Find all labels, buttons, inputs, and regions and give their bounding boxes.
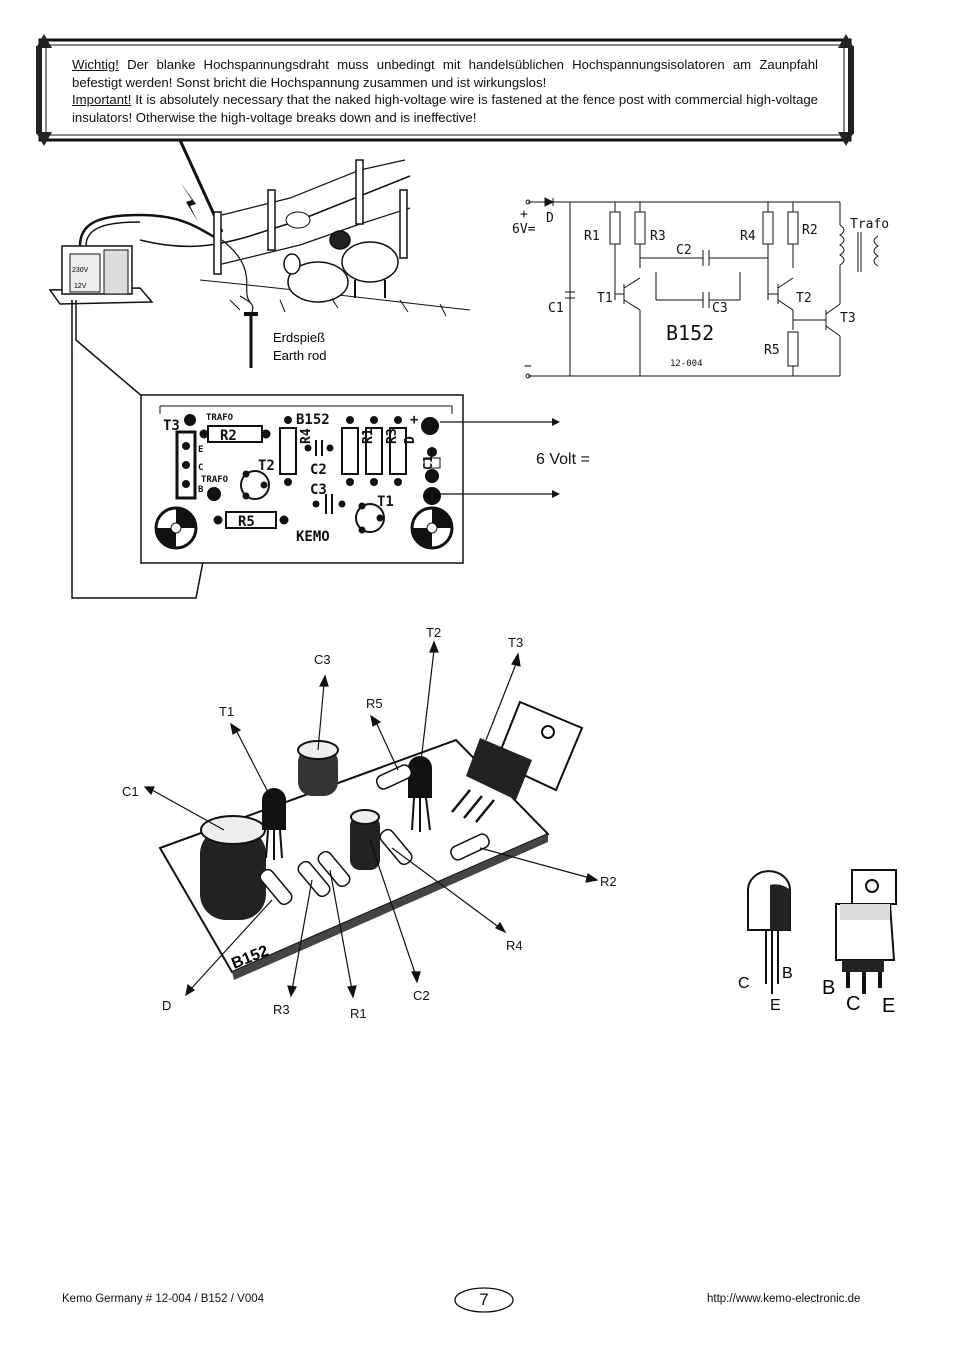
pcb-r5-label: R5 (238, 514, 255, 530)
assembly-label-t3: T3 (508, 635, 523, 650)
pcb-trafo-top: TRAFO (206, 413, 234, 423)
pcb-r3-label: R3 (385, 428, 400, 444)
pcb-pin-e: E (198, 445, 203, 455)
large-transistor-pinout: B C E (822, 869, 897, 1017)
schematic-c3-label: C3 (712, 301, 728, 316)
assembly-label-r2: R2 (600, 874, 617, 889)
footer-document-id: Kemo Germany # 12-004 / B152 / V004 (62, 1293, 265, 1305)
schematic-labels: + 6V= D R1 R3 R4 R2 C2 C3 C1 T1 T2 T3 R5… (512, 207, 889, 374)
schematic-r3-label: R3 (650, 229, 666, 244)
large-pin-b: B (822, 977, 835, 999)
schematic-r4-label: R4 (740, 229, 756, 244)
pcb-c2-label: C2 (310, 462, 327, 478)
pcb-brand: KEMO (296, 529, 330, 545)
pcb-pin-c: C (198, 463, 203, 473)
earth-rod-label-de: Erdspieß (273, 330, 325, 345)
schematic-t3-label: T3 (840, 311, 856, 326)
schematic-r5-label: R5 (764, 343, 780, 358)
small-pin-c: C (738, 975, 750, 992)
page-number-badge (454, 1287, 514, 1313)
pcb-c3-label: C3 (310, 482, 327, 498)
assembly-label-c2: C2 (413, 988, 430, 1003)
warning-frame (36, 34, 854, 146)
earth-rod-label-en: Earth rod (273, 348, 326, 363)
large-pin-e: E (882, 995, 895, 1017)
circuit-schematic (525, 197, 879, 379)
pcb-t3-label: T3 (163, 418, 180, 434)
assembly-label-r4: R4 (506, 938, 523, 953)
schematic-t1-label: T1 (597, 291, 613, 306)
pcb-pin-b: B (198, 485, 204, 495)
pcb-r4-label: R4 (299, 428, 314, 444)
schematic-c1-label: C1 (548, 301, 564, 316)
warning-en-text: It is absolutely necessary that the nake… (72, 92, 818, 125)
schematic-t2-label: T2 (796, 291, 812, 306)
small-pin-b: B (782, 965, 793, 982)
schematic-trafo-label: Trafo (850, 217, 889, 232)
pcb-layout (140, 394, 560, 564)
assembly-label-r5: R5 (366, 696, 383, 711)
transformer-12v: 12V (74, 283, 87, 290)
assembly-label-t2: T2 (426, 625, 441, 640)
schematic-r2-label: R2 (802, 223, 818, 238)
supply-voltage-label: 6 Volt = (536, 451, 590, 468)
small-pin-e: E (770, 997, 781, 1014)
schematic-supply-plus: + (520, 207, 528, 222)
assembly-label-c3: C3 (314, 652, 331, 667)
assembly-illustration: B152 (158, 700, 584, 980)
transformer-230v: 230V (72, 267, 89, 274)
assembly-label-r1: R1 (350, 1006, 367, 1021)
sheep-illustration (283, 211, 399, 303)
pcb-c1-label: C1 (421, 456, 435, 470)
schematic-model: B152 (666, 321, 714, 345)
assembly-labels: T2 T3 C3 R5 T1 C1 R2 R4 D R3 R1 C2 (122, 625, 617, 1021)
small-transistor-pinout: C B E (738, 870, 793, 1014)
assembly-label-t1: T1 (219, 704, 234, 719)
assembly-label-c1: C1 (122, 784, 139, 799)
pcb-d-label: D (403, 436, 418, 444)
schematic-supply-voltage: 6V= (512, 222, 536, 237)
pcb-r2-label: R2 (220, 428, 237, 444)
schematic-r1-label: R1 (584, 229, 600, 244)
large-pin-c: C (846, 993, 860, 1015)
schematic-diode-label: D (546, 211, 554, 226)
footer-website-link[interactable]: http://www.kemo-electronic.de (707, 1293, 861, 1305)
schematic-code: 12-004 (670, 359, 703, 369)
schematic-c2-label: C2 (676, 243, 692, 258)
page-number: 7 (479, 1290, 489, 1309)
pcb-trafo-bottom: TRAFO (201, 475, 229, 485)
pcb-t2-label: T2 (258, 458, 275, 474)
schematic-minus: − (524, 359, 532, 374)
warning-de-text: Der blanke Hochspannungsdraht muss unbed… (72, 57, 818, 90)
pcb-plus: + (410, 412, 418, 428)
assembly-label-r3: R3 (273, 1002, 290, 1017)
lightning-icon (180, 182, 198, 222)
pcb-r1-label: R1 (361, 428, 376, 444)
warning-en-lead: Important! (72, 92, 132, 107)
assembly-label-d: D (162, 998, 171, 1013)
warning-text: Wichtig! Der blanke Hochspannungsdraht m… (72, 56, 818, 126)
assembly-arrows (143, 640, 599, 999)
transformer-illustration: 230V 12V (48, 213, 221, 305)
pcb-title: B152 (296, 412, 330, 428)
pcb-t1-label: T1 (377, 494, 394, 510)
pcb-labels: T3 R2 TRAFO TRAFO B152 R4 C2 R1 R3 D C1 … (163, 412, 435, 545)
warning-de-lead: Wichtig! (72, 57, 119, 72)
earth-rod-icon (239, 295, 258, 368)
